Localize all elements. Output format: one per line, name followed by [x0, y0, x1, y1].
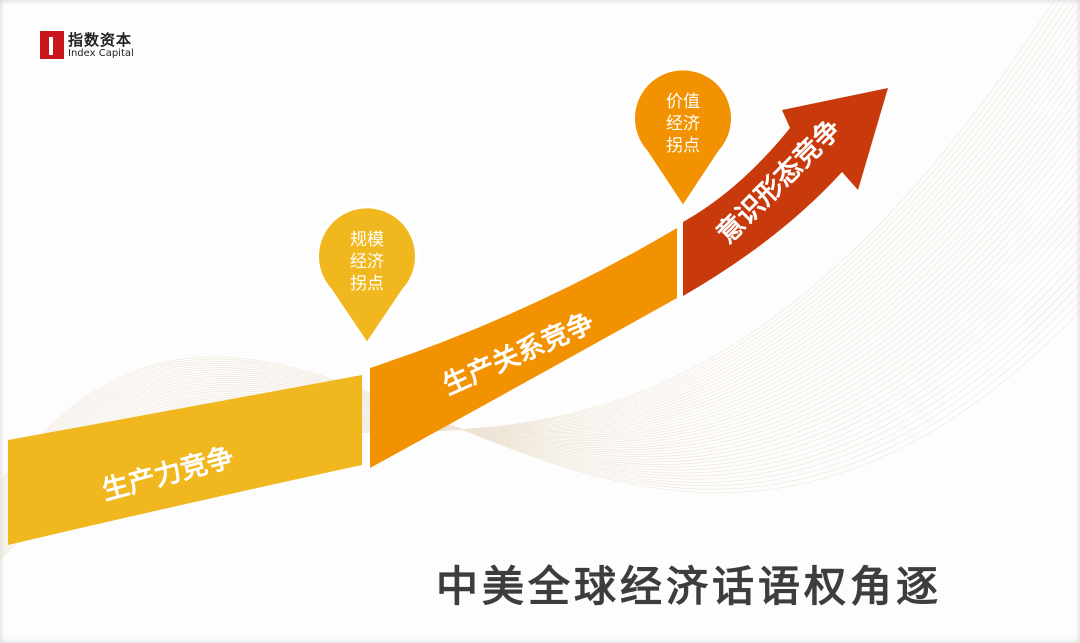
logo-mark-icon	[40, 31, 64, 59]
logo: 指数资本 Index Capital	[40, 31, 134, 59]
stage-2-band	[370, 228, 677, 468]
milestone-1-line-2: 经济	[350, 252, 384, 272]
milestone-1-line-3: 拐点	[350, 274, 384, 294]
slide-title: 中美全球经济话语权角逐	[436, 562, 943, 611]
logo-name-cn: 指数资本	[68, 30, 133, 49]
milestone-bubble-2: 价值 经济 拐点	[631, 66, 735, 212]
milestone-2-line-3: 拐点	[666, 136, 700, 156]
milestone-2-line-1: 价值	[666, 92, 700, 112]
milestone-bubble-1: 规模 经济 拐点	[315, 204, 419, 349]
stage-1-band	[8, 375, 362, 545]
wave-line	[0, 310, 1080, 493]
logo-name-en: Index Capital	[68, 47, 134, 59]
milestone-2-line-2: 经济	[666, 114, 700, 134]
milestone-1-line-1: 规模	[350, 230, 384, 250]
stage-3-arrow	[683, 88, 888, 296]
